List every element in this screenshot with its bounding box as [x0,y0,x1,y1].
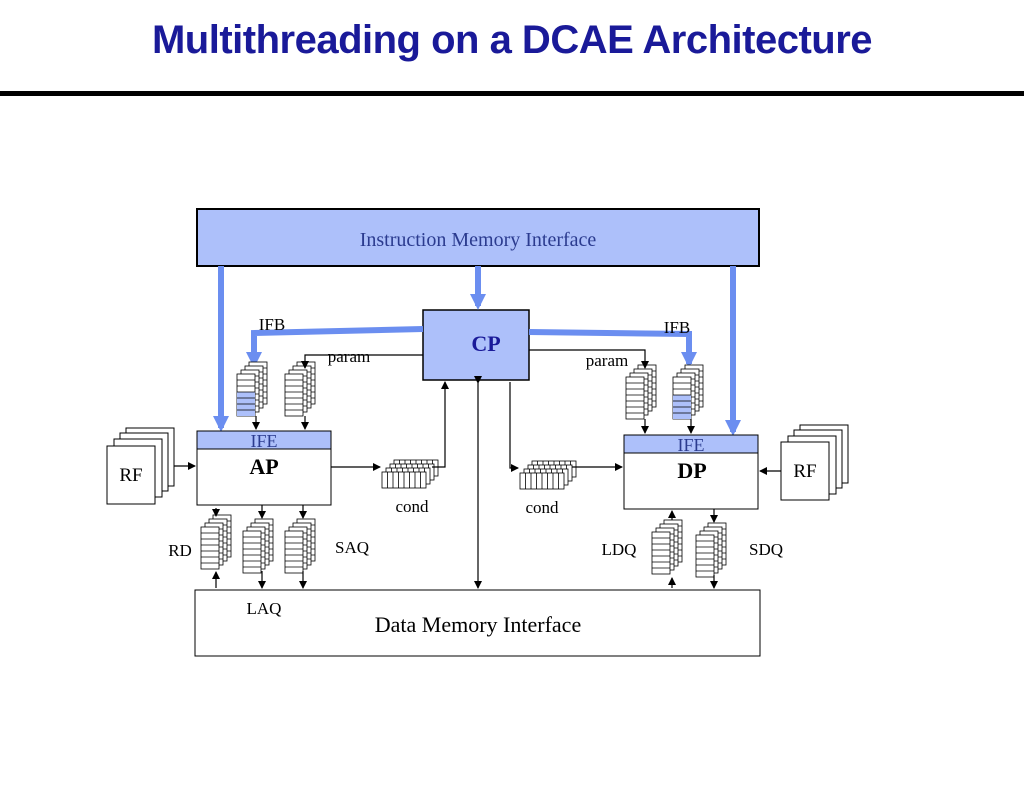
dp-label: DP [677,458,706,483]
cp-block: CP [422,309,530,381]
rf-right-stack [780,424,849,501]
data-memory-interface: Data Memory Interface [194,589,761,657]
slide-title: Multithreading on a DCAE Architecture [151,18,873,62]
diagram-labels: IFB IFB param param cond cond RD LAQ SAQ… [168,315,783,618]
laq-queue [242,518,274,574]
rf-right-label: RF [793,461,816,482]
ifb-queue-right [672,364,704,420]
ap-block: IFE AP [196,430,332,506]
ife-left-label: IFE [251,431,278,451]
cp-label: CP [471,331,500,356]
cond-queue-right [519,460,577,490]
rd-label: RD [168,541,192,560]
cond-queue-left [381,459,439,489]
param-queue-right [625,364,657,420]
cond-right-label: cond [525,498,559,517]
ifb-left-label: IFB [259,315,285,334]
ldq-label: LDQ [602,540,637,559]
param-left-label: param [328,347,370,366]
title-divider [0,91,1024,96]
ap-label: AP [249,454,278,479]
saq-queue [284,518,316,574]
saq-label: SAQ [335,538,369,557]
instruction-memory-label: Instruction Memory Interface [360,229,597,251]
queues [200,361,727,578]
laq-label: LAQ [247,599,282,618]
rf-left-label: RF [119,465,142,486]
param-right-label: param [586,351,628,370]
sdq-queue [695,522,727,578]
ife-right-label: IFE [678,435,705,455]
sdq-label: SDQ [749,540,783,559]
connector-lines [174,349,781,589]
ifb-queue-left [236,361,268,417]
rf-left-stack [106,427,175,505]
data-memory-label: Data Memory Interface [375,612,581,637]
ifb-right-label: IFB [664,318,690,337]
instruction-memory-interface: Instruction Memory Interface [196,208,760,267]
ldq-queue [651,519,683,575]
rd-queue [200,514,232,570]
cond-left-label: cond [395,497,429,516]
param-queue-left [284,361,316,417]
dp-block: IFE DP [623,434,759,510]
instruction-fetch-arrows [213,266,741,436]
